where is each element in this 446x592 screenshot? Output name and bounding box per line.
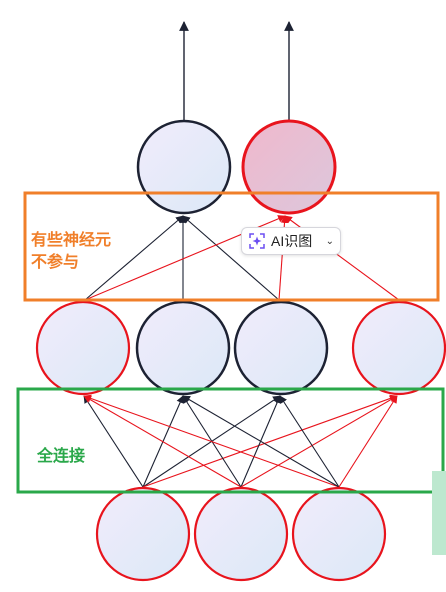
chevron-down-icon[interactable]: ⌄ bbox=[325, 235, 334, 247]
input-neuron-2 bbox=[193, 486, 289, 582]
ai-chip-label: AI识图 bbox=[271, 233, 313, 249]
hidden-neuron-4-dropped bbox=[351, 300, 446, 396]
sparkle-scan-icon bbox=[249, 233, 265, 249]
dropout-caption-line2: 不参与 bbox=[31, 252, 80, 271]
output-neuron-1 bbox=[136, 119, 232, 215]
input-to-hidden-edges bbox=[83, 394, 398, 488]
side-panel-tab[interactable] bbox=[432, 471, 446, 555]
hidden-neuron-1-dropped bbox=[35, 300, 131, 396]
hidden-neuron-2 bbox=[135, 300, 231, 396]
ai-image-recognition-button[interactable]: AI识图 ⌄ bbox=[241, 227, 341, 255]
hidden-neuron-3 bbox=[233, 300, 329, 396]
dropout-highlight-box bbox=[23, 191, 440, 302]
output-neuron-2-dropped bbox=[241, 119, 337, 215]
fully-connected-highlight-box bbox=[16, 387, 445, 494]
fully-connected-caption: 全连接 bbox=[37, 446, 86, 465]
input-neuron-3 bbox=[291, 486, 387, 582]
dropout-caption-line1: 有些神经元 bbox=[31, 230, 112, 249]
dropout-caption: 有些神经元 不参与 bbox=[31, 229, 111, 273]
input-neuron-1 bbox=[95, 486, 191, 582]
